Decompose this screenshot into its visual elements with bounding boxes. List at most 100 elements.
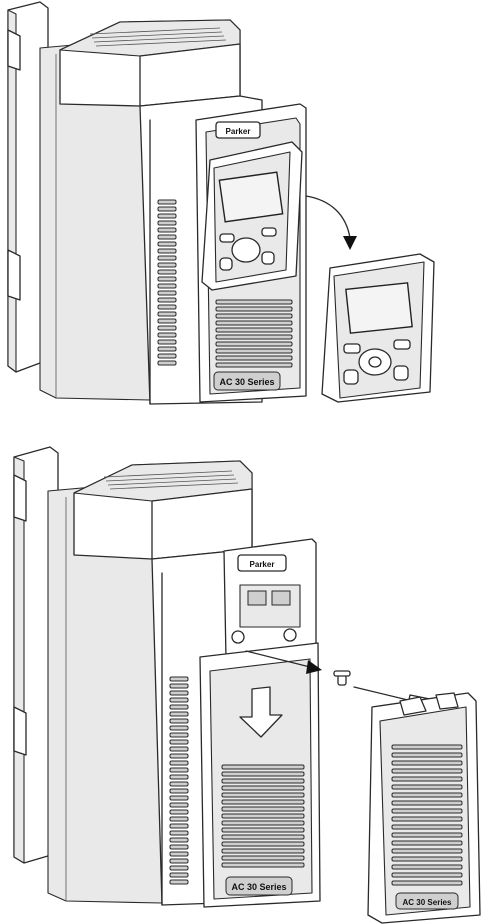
vent-slot: [157, 290, 177, 296]
vent-slot: [157, 304, 177, 310]
cover-screw-right: [283, 628, 297, 642]
vent-slot: [221, 841, 305, 847]
vent-slot: [157, 311, 177, 317]
screw-icon: [333, 670, 351, 686]
series-badge: [213, 371, 281, 391]
vent-slot: [391, 848, 463, 854]
vent-slot: [221, 785, 305, 791]
keypad-nav-button: [231, 237, 261, 263]
cover-screw-left: [231, 630, 245, 644]
vent-slot: [169, 746, 189, 752]
vent-slot: [157, 199, 177, 205]
vent-slot: [215, 348, 293, 354]
keypad-display: [218, 171, 284, 223]
series-label-3: AC 30 Series: [403, 898, 452, 907]
brand-badge: [215, 121, 261, 139]
vent-slot: [157, 206, 177, 212]
mounting-bracket: [7, 1, 49, 373]
vent-slot: [157, 227, 177, 233]
vent-slot: [169, 858, 189, 864]
series-badge-2: [225, 876, 293, 896]
vent-slot: [391, 768, 463, 774]
detached-front-cover: AC 30 Series: [367, 692, 481, 924]
keypad-detached: [321, 253, 435, 403]
brand-label-2: Parker: [250, 560, 275, 569]
vent-slot: [157, 220, 177, 226]
brand-badge-2: [237, 554, 287, 572]
vent-slot: [169, 879, 189, 885]
front-grille-2: [221, 764, 305, 868]
figure-cover-removal: Parker AC 30 Series AC 30 Serie: [0, 445, 501, 924]
vent-slot: [391, 784, 463, 790]
vent-slot: [169, 872, 189, 878]
vent-slot: [221, 848, 305, 854]
vent-slot: [169, 718, 189, 724]
keypad-mounted: [201, 141, 303, 291]
vent-slot: [169, 760, 189, 766]
series-label-2: AC 30 Series: [231, 882, 286, 892]
vent-slot: [391, 816, 463, 822]
vent-slot: [169, 816, 189, 822]
vent-slot: [391, 752, 463, 758]
vent-slot: [391, 824, 463, 830]
vent-slot: [169, 837, 189, 843]
vent-slot: [157, 241, 177, 247]
vent-slot: [391, 744, 463, 750]
vent-slot: [221, 792, 305, 798]
side-vents-2: [169, 676, 189, 885]
vent-slot: [169, 697, 189, 703]
vent-slot: [157, 339, 177, 345]
vent-slot: [169, 753, 189, 759]
keypad-removal-illustration: AC 30 Series Parker: [7, 1, 435, 405]
cover-removal-illustration: Parker AC 30 Series AC 30 Serie: [13, 446, 481, 924]
vent-slot: [391, 880, 463, 886]
heatsink-fins-2: [103, 470, 239, 490]
vent-slot: [169, 711, 189, 717]
vent-slot: [169, 683, 189, 689]
vent-slot: [157, 262, 177, 268]
vent-slot: [169, 830, 189, 836]
vent-slot: [157, 269, 177, 275]
heatsink-fins: [89, 27, 227, 47]
vent-slot: [157, 255, 177, 261]
curved-arrow-icon: [305, 195, 357, 250]
vent-slot: [391, 856, 463, 862]
vent-slot: [221, 855, 305, 861]
vent-slot: [169, 809, 189, 815]
vent-slot: [221, 827, 305, 833]
vent-slot: [215, 320, 293, 326]
vent-slot: [169, 851, 189, 857]
vent-slot: [169, 802, 189, 808]
vent-slot: [391, 792, 463, 798]
vent-slot: [169, 739, 189, 745]
vent-slot: [157, 346, 177, 352]
vent-slot: [215, 355, 293, 361]
vent-slot: [169, 704, 189, 710]
vent-slot: [169, 767, 189, 773]
vent-slot: [391, 864, 463, 870]
vent-slot: [169, 844, 189, 850]
front-grille: [215, 299, 293, 368]
vent-slot: [157, 325, 177, 331]
vent-slot: [221, 764, 305, 770]
vent-slot: [215, 327, 293, 333]
vent-slot: [157, 234, 177, 240]
front-lower-panel: AC 30 Series: [199, 642, 321, 908]
vent-slot: [215, 341, 293, 347]
vent-slot: [169, 676, 189, 682]
vent-slot: [391, 760, 463, 766]
vent-slot: [391, 832, 463, 838]
vent-slot: [169, 823, 189, 829]
series-label: AC 30 Series: [219, 377, 274, 387]
mounting-bracket-2: [13, 446, 59, 864]
control-module: Parker: [223, 538, 317, 660]
vent-slot: [157, 213, 177, 219]
vent-slot: [221, 862, 305, 868]
vent-slot: [157, 353, 177, 359]
vent-slot: [157, 360, 177, 366]
vent-slot: [215, 334, 293, 340]
vent-slot: [215, 306, 293, 312]
vent-slot: [215, 313, 293, 319]
detached-keypad-display: [345, 282, 413, 334]
vent-slot: [391, 800, 463, 806]
